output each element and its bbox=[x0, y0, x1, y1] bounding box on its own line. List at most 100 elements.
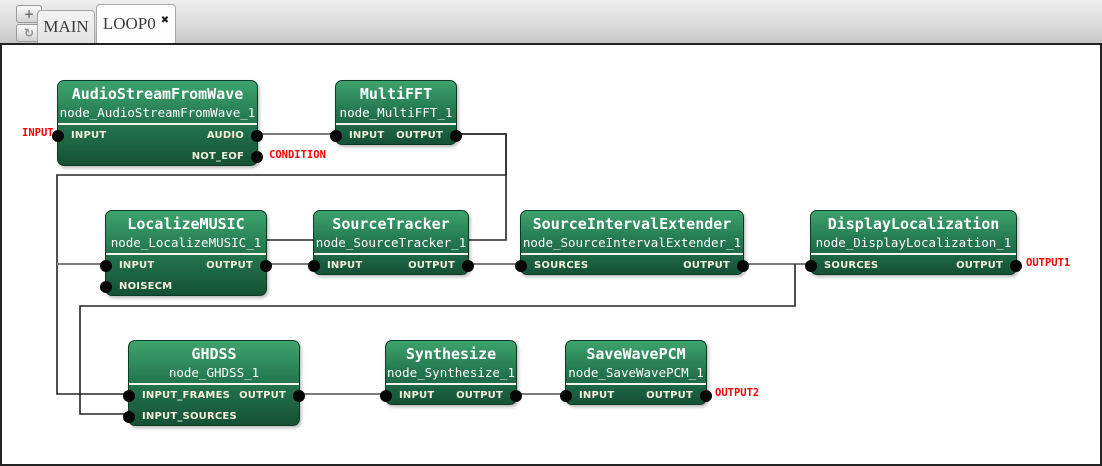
node-subtitle: node_SourceIntervalExtender_1 bbox=[522, 235, 742, 250]
output-port-dot-output[interactable] bbox=[462, 259, 474, 272]
output-port-dot-output[interactable] bbox=[293, 389, 305, 402]
external-io-label-condition: CONDITION bbox=[269, 149, 326, 161]
tab-loop0-label: LOOP0 bbox=[102, 14, 156, 33]
output-port-dot-output[interactable] bbox=[510, 389, 522, 402]
output-port-label: NOT_EOF bbox=[191, 151, 244, 162]
port-row: INPUT_SOURCES bbox=[123, 406, 299, 427]
input-port-dot-input_frames[interactable] bbox=[123, 389, 135, 402]
output-port-dot-not_eof[interactable] bbox=[251, 150, 263, 163]
node-separator bbox=[386, 383, 516, 385]
node-title: MultiFFT bbox=[359, 85, 433, 103]
output-port-dot-output[interactable] bbox=[1010, 259, 1022, 272]
external-io-label-output1: OUTPUT1 bbox=[1026, 257, 1071, 269]
input-port-label: INPUT bbox=[327, 260, 363, 271]
node-separator bbox=[336, 123, 456, 125]
port-row: NOISECM bbox=[100, 276, 266, 297]
input-port-label: INPUT bbox=[71, 130, 107, 141]
port-row: NOT_EOF bbox=[58, 146, 263, 167]
node-audiostreamfromwave[interactable]: AudioStreamFromWave node_AudioStreamFromW… bbox=[52, 80, 263, 167]
wire-sie-out-to-ghdss-input-sources[interactable] bbox=[79, 264, 796, 415]
tab-main[interactable]: MAIN bbox=[37, 10, 95, 43]
input-port-dot-input[interactable] bbox=[100, 259, 112, 272]
input-port-label: NOISECM bbox=[119, 281, 173, 292]
node-title: SourceIntervalExtender bbox=[532, 215, 732, 233]
port-row: INPUT AUDIO bbox=[52, 125, 263, 146]
wire-multifft-out-to-ghdss-input-frames[interactable] bbox=[56, 133, 507, 395]
node-separator bbox=[106, 253, 266, 255]
input-port-dot-input[interactable] bbox=[52, 129, 64, 142]
node-title: SaveWavePCM bbox=[586, 345, 686, 363]
port-row: SOURCES OUTPUT bbox=[515, 255, 749, 276]
node-separator bbox=[566, 383, 706, 385]
input-port-dot-input[interactable] bbox=[330, 129, 342, 142]
port-row: INPUT OUTPUT bbox=[308, 255, 474, 276]
node-subtitle: node_LocalizeMUSIC_1 bbox=[110, 235, 262, 250]
output-port-label: OUTPUT bbox=[396, 130, 443, 141]
node-subtitle: node_DisplayLocalization_1 bbox=[815, 235, 1012, 250]
input-port-dot-input_sources[interactable] bbox=[123, 410, 135, 423]
external-io-label-output2: OUTPUT2 bbox=[715, 387, 760, 399]
node-title: LocalizeMUSIC bbox=[127, 215, 245, 233]
input-port-label: INPUT bbox=[119, 260, 155, 271]
tab-loop0[interactable]: LOOP0 ✖ bbox=[96, 4, 176, 43]
node-title: Synthesize bbox=[405, 345, 497, 363]
node-title: AudioStreamFromWave bbox=[71, 85, 244, 103]
output-port-dot-output[interactable] bbox=[737, 259, 749, 272]
external-io-label-input: INPUT bbox=[22, 127, 54, 139]
output-port-label: OUTPUT bbox=[683, 260, 730, 271]
node-displaylocalization[interactable]: DisplayLocalization node_DisplayLocalizat… bbox=[805, 210, 1022, 276]
input-port-dot-input[interactable] bbox=[308, 259, 320, 272]
node-separator bbox=[521, 253, 743, 255]
output-port-label: OUTPUT bbox=[206, 260, 253, 271]
output-port-label: OUTPUT bbox=[408, 260, 455, 271]
output-port-dot-output[interactable] bbox=[700, 389, 712, 402]
node-subtitle: node_Synthesize_1 bbox=[387, 365, 515, 380]
node-separator bbox=[129, 383, 299, 385]
port-row: INPUT OUTPUT bbox=[330, 125, 462, 146]
output-port-label: AUDIO bbox=[206, 130, 244, 141]
input-port-dot-sources[interactable] bbox=[805, 259, 817, 272]
input-port-dot-input[interactable] bbox=[380, 389, 392, 402]
output-port-label: OUTPUT bbox=[956, 260, 1003, 271]
tab-close-icon[interactable]: ✖ bbox=[160, 14, 170, 26]
output-port-label: OUTPUT bbox=[239, 390, 286, 401]
input-port-dot-sources[interactable] bbox=[515, 259, 527, 272]
node-separator bbox=[58, 123, 257, 125]
node-subtitle: node_AudioStreamFromWave_1 bbox=[59, 105, 256, 120]
output-port-dot-output[interactable] bbox=[260, 259, 272, 272]
input-port-label: SOURCES bbox=[824, 260, 879, 271]
node-separator bbox=[314, 253, 468, 255]
node-title: GHDSS bbox=[191, 345, 237, 363]
input-port-label: INPUT bbox=[349, 130, 385, 141]
tab-bar: + ↻ MAIN LOOP0 ✖ bbox=[0, 0, 1102, 45]
node-subtitle: node_SourceTracker_1 bbox=[315, 235, 467, 250]
node-title: DisplayLocalization bbox=[827, 215, 1000, 233]
tab-main-label: MAIN bbox=[43, 17, 89, 36]
node-subtitle: node_GHDSS_1 bbox=[168, 365, 260, 380]
input-port-dot-input[interactable] bbox=[560, 389, 572, 402]
refresh-icon: ↻ bbox=[23, 26, 35, 40]
input-port-label: SOURCES bbox=[534, 260, 589, 271]
port-row: SOURCES OUTPUT bbox=[805, 255, 1022, 276]
port-row: INPUT_FRAMES OUTPUT bbox=[123, 385, 305, 406]
input-port-label: INPUT bbox=[399, 390, 435, 401]
plus-icon: + bbox=[23, 7, 35, 21]
output-port-dot-audio[interactable] bbox=[251, 129, 263, 142]
output-port-label: OUTPUT bbox=[456, 390, 503, 401]
node-separator bbox=[811, 253, 1016, 255]
input-port-label: INPUT_FRAMES bbox=[142, 390, 231, 401]
output-port-dot-output[interactable] bbox=[450, 129, 462, 142]
input-port-dot-noisecm[interactable] bbox=[100, 280, 112, 293]
node-sourceintervalextender[interactable]: SourceIntervalExtender node_SourceInterva… bbox=[515, 210, 749, 276]
input-port-label: INPUT_SOURCES bbox=[142, 411, 237, 422]
output-port-label: OUTPUT bbox=[646, 390, 693, 401]
port-row: INPUT OUTPUT bbox=[100, 255, 272, 276]
